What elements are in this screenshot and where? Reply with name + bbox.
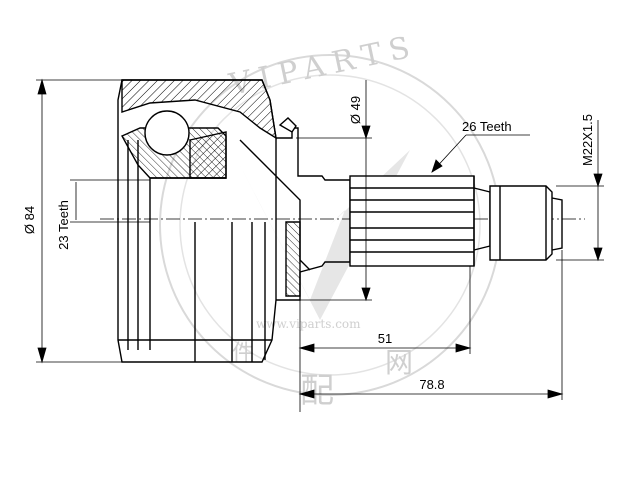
dim-seal-diameter (296, 80, 372, 302)
dim-outer-teeth (431, 134, 530, 173)
outer-housing (117, 79, 277, 363)
label-inner-teeth: 23 Teeth (56, 200, 71, 250)
splined-shaft (349, 175, 563, 267)
label-seal-diameter: Ø 49 (348, 96, 363, 124)
arrow-26 (431, 159, 443, 173)
arrow-51-right (455, 343, 472, 353)
dim-inner-teeth (70, 179, 150, 223)
arrow-total-right (547, 389, 564, 399)
label-thread: M22X1.5 (580, 114, 595, 166)
watermark-cjk-right: 网 (385, 346, 413, 379)
dim-outer-diameter (36, 78, 122, 364)
watermark-cjk-small: 件 (232, 341, 254, 366)
dim-length-51 (298, 266, 472, 412)
watermark-cjk-left: 配 (300, 371, 334, 411)
label-length-51: 51 (378, 331, 392, 346)
label-length-total: 78.8 (419, 377, 444, 392)
dim-thread (556, 120, 604, 262)
label-outer-diameter: Ø 84 (22, 206, 37, 234)
inner-race-section (189, 131, 227, 179)
spline-body (349, 175, 475, 267)
arrow-51-left (298, 343, 315, 353)
arrow-thread-top (593, 173, 603, 188)
arrow-total-left (298, 389, 315, 399)
arrow-84-bottom (37, 347, 47, 364)
arrow-84-top (37, 78, 47, 95)
label-outer-teeth: 26 Teeth (462, 119, 512, 134)
thread-tip (551, 197, 563, 251)
dim-length-total (298, 250, 564, 400)
seal-clip (278, 117, 297, 133)
ball (144, 110, 190, 156)
arrow-49-bottom (361, 287, 371, 302)
seal-ring-section (285, 221, 301, 297)
watermark-url: www.viparts.com (256, 317, 361, 331)
arrow-49-top (361, 125, 371, 140)
arrow-thread-bottom (593, 247, 603, 262)
watermark-ring-inner (179, 74, 481, 376)
